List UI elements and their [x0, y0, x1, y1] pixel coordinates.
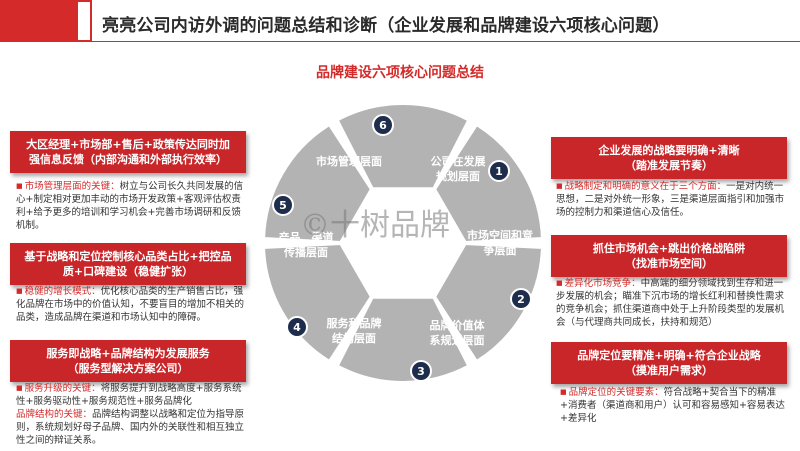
- left-card-3-head-line1: 服务即战略+品牌结构为发展服务: [46, 347, 210, 360]
- title-accent-frame: [0, 0, 92, 42]
- right-card-2-key: 差异化市场竞争：: [564, 278, 641, 289]
- bullet-icon: ■: [16, 182, 23, 190]
- left-card-3-head-line2: （服务型解决方案公司）: [67, 362, 189, 375]
- right-card-1-text: 一是对内统一思想，二是对外统一形象，三是渠道层面指引和加强市场的控制力和渠道信心…: [556, 181, 785, 218]
- left-card-1-head-line2: 强信息反馈（内部沟通和外部执行效率）: [29, 153, 227, 166]
- right-card-2-head-line1: 抓住市场机会+跳出价格战陷阱: [592, 242, 746, 255]
- segment-3-number-badge: 3: [410, 360, 432, 382]
- center-title: 品牌建设六项核心问题总结: [316, 65, 484, 81]
- right-card-3-head: 品牌定位要精准+明确+符合企业战略 （摸准用户需求）: [551, 342, 787, 384]
- segment-6-label-line1: 市场管理层面: [316, 155, 382, 168]
- segment-1-label: 公司在发展 规划层面: [418, 154, 498, 184]
- segment-2-label-line1: 市场空间和竞: [467, 229, 533, 242]
- left-card-2-text: 优化核心品类的生产销售占比，强化品牌在市场中的价值认知，不要盲目的增加不相关的品…: [16, 286, 245, 323]
- right-card-2-head-line2: （找准市场空间）: [625, 257, 713, 270]
- bullet-icon: ■: [16, 384, 23, 392]
- segment-6-label: 市场管理层面: [304, 154, 394, 169]
- right-card-2-head: 抓住市场机会+跳出价格战陷阱 （找准市场空间）: [551, 235, 787, 277]
- left-card-3-text: 将服务提升到战略高度+服务系统性+服务驱动性+服务规范性+服务品牌化: [16, 383, 242, 407]
- segment-2-label: 市场空间和竞 争层面: [460, 228, 540, 258]
- left-card-2-body: ■稳健的增长模式：优化核心品类的生产销售占比，强化品牌在市场中的价值认知，不要盲…: [16, 285, 248, 324]
- left-card-1-head-line1: 大区经理+市场部+售后+政策传达同时加: [26, 138, 230, 151]
- wheel-graphic: [261, 101, 545, 385]
- bullet-icon: ■: [556, 182, 563, 190]
- left-card-2-head-line2: 质+口碑建设（稳健扩张）: [62, 265, 194, 278]
- segment-6-number-badge: 6: [372, 114, 394, 136]
- left-card-2-head: 基于战略和定位控制核心品类占比+把控品 质+口碑建设（稳健扩张）: [10, 243, 246, 285]
- right-card-3-key: 品牌定位的关键要素：: [568, 387, 664, 398]
- watermark: ©十树品牌: [300, 208, 450, 243]
- segment-1-label-line2: 规划层面: [436, 170, 480, 183]
- right-card-1-body: ■战略制定和明确的意义在于三个方面：一是对内统一思想，二是对外统一形象，三是渠道…: [556, 180, 788, 219]
- segment-1-number-badge: 1: [488, 160, 510, 182]
- left-card-3-key2: 品牌结构的关键：: [16, 409, 93, 420]
- segment-4-label-line1: 服务和品牌: [326, 317, 382, 330]
- left-card-2-head-line1: 基于战略和定位控制核心品类占比+把控品: [24, 250, 232, 263]
- title-divider: [92, 41, 800, 42]
- left-card-2-key: 稳健的增长模式：: [24, 286, 101, 297]
- right-card-2-text: 中高端的细分领域找到生存和进一步发展的机会；瞄准下沉市场的增长红利和替换性需求的…: [556, 278, 785, 328]
- segment-5-number-badge: 5: [272, 194, 294, 216]
- wheel-segment-1: [333, 101, 473, 192]
- segment-3-label: 品牌价值体 系规划层面: [414, 318, 500, 348]
- slide-title: 亮亮公司内访外调的问题总结和诊断（企业发展和品牌建设六项核心问题）: [102, 16, 670, 36]
- segment-4-label-line2: 结构层面: [332, 332, 376, 345]
- segment-1-label-line1: 公司在发展: [430, 155, 486, 168]
- wheel-segment-4: [333, 294, 473, 385]
- segment-5-label-line2: 传播层面: [284, 246, 328, 259]
- right-card-3-text: 符合战略+契合当下的精准+消费者（渠道商和用户）认可和容易感知+容易表达+差异化: [560, 387, 785, 424]
- title-accent-block: [0, 0, 78, 42]
- left-card-3-key: 服务升级的关键：: [24, 383, 101, 394]
- segment-4-label: 服务和品牌 结构层面: [314, 316, 394, 346]
- segment-3-label-line2: 系规划层面: [429, 334, 485, 347]
- hexagon-wheel-diagram: 公司在发展 规划层面 市场空间和竞 争层面 品牌价值体 系规划层面 服务和品牌 …: [258, 98, 548, 388]
- left-card-1-head: 大区经理+市场部+售后+政策传达同时加 强信息反馈（内部沟通和外部执行效率）: [10, 131, 246, 173]
- left-card-3-text2: 品牌结构调整以战略和定位为指导原则，系统规划好母子品牌、国内外的关联性和相互独立…: [16, 409, 245, 446]
- left-card-3-body: ■服务升级的关键：将服务提升到战略高度+服务系统性+服务驱动性+服务规范性+服务…: [16, 382, 248, 447]
- right-card-1-head-line1: 企业发展的战略要明确+清晰: [598, 144, 740, 157]
- bullet-icon: ■: [560, 388, 567, 396]
- right-card-3-head-line1: 品牌定位要精准+明确+符合企业战略: [577, 349, 761, 362]
- right-card-1-head: 企业发展的战略要明确+清晰 （踏准发展节奏）: [551, 137, 787, 179]
- segment-3-label-line1: 品牌价值体: [429, 319, 485, 332]
- segment-5-label-line1: 产品、渠道: [278, 231, 334, 244]
- left-card-1-text: 树立与公司长久共同发展的信心+制定相对更加丰动的市场开发政策+客观评估权责利+给…: [16, 181, 244, 231]
- bullet-icon: ■: [16, 287, 23, 295]
- wheel-segment-5: [261, 240, 375, 365]
- bullet-icon: ■: [556, 279, 563, 287]
- right-card-2-body: ■差异化市场竞争：中高端的细分领域找到生存和进一步发展的机会；瞄准下沉市场的增长…: [556, 277, 788, 329]
- right-card-3-head-line2: （摸准用户需求）: [625, 364, 713, 377]
- right-card-1-key: 战略制定和明确的意义在于三个方面：: [564, 181, 727, 192]
- left-card-1-body: ■市场管理层面的关键：树立与公司长久共同发展的信心+制定相对更加丰动的市场开发政…: [16, 180, 248, 232]
- wheel-segment-2: [431, 121, 545, 246]
- segment-2-number-badge: 2: [510, 288, 532, 310]
- wheel-hub-hexagon: [343, 191, 463, 295]
- right-card-1-head-line2: （踏准发展节奏）: [625, 159, 713, 172]
- wheel-segment-3: [431, 240, 545, 365]
- segment-4-number-badge: 4: [286, 316, 308, 338]
- right-card-3-body: ■品牌定位的关键要素：符合战略+契合当下的精准+消费者（渠道商和用户）认可和容易…: [560, 386, 788, 425]
- left-card-3-head: 服务即战略+品牌结构为发展服务 （服务型解决方案公司）: [10, 340, 246, 382]
- segment-5-label: 产品、渠道 传播层面: [266, 230, 346, 260]
- segment-2-label-line2: 争层面: [483, 244, 517, 257]
- left-card-1-key: 市场管理层面的关键：: [24, 181, 120, 192]
